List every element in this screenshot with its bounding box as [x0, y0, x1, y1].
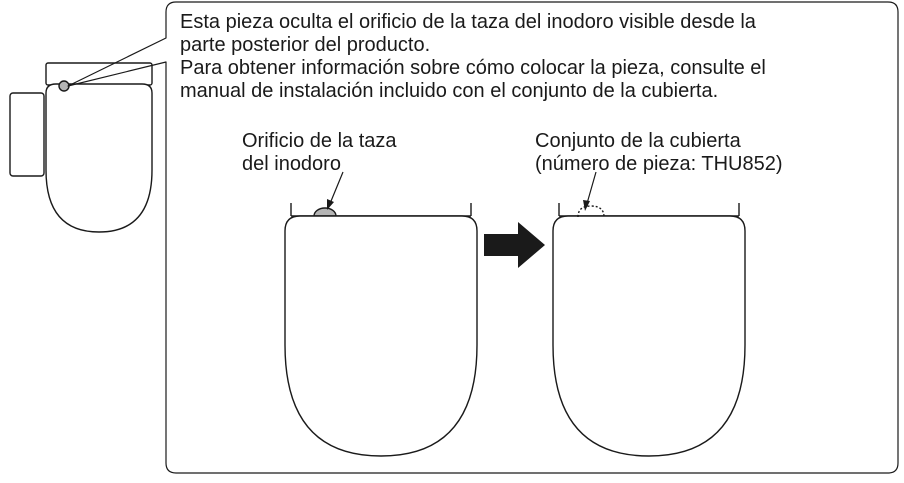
cover-leader-arrowhead	[583, 200, 590, 211]
arrow-right-icon	[484, 222, 545, 268]
callout-line-1: Esta pieza oculta el orificio de la taza…	[180, 11, 756, 33]
cover-label-line-2: (número de pieza: THU852)	[535, 153, 783, 175]
seat-before-hole	[313, 207, 337, 217]
callout-box	[67, 1, 899, 474]
hole-label: Orificio de la taza del inodoro	[242, 130, 397, 176]
callout-line-4: manual de instalación incluido con el co…	[180, 80, 719, 102]
callout-text: Esta pieza oculta el orificio de la taza…	[180, 11, 766, 103]
thumbnail-seat-outline	[45, 83, 153, 233]
hole-leader-line	[328, 171, 344, 207]
seat-after-cover	[577, 205, 605, 218]
callout-line-2: parte posterior del producto.	[180, 34, 431, 56]
seat-before	[284, 203, 478, 457]
product-thumbnail	[9, 62, 153, 233]
cover-label: Conjunto de la cubierta (número de pieza…	[535, 130, 783, 176]
seat-after	[552, 203, 746, 457]
hole-label-line-2: del inodoro	[242, 153, 341, 175]
hole-label-line-1: Orificio de la taza	[242, 130, 397, 152]
thumbnail-side-panel	[9, 92, 45, 177]
seat-before-outline	[284, 215, 478, 457]
callout-line-3: Para obtener información sobre cómo colo…	[180, 57, 766, 79]
cover-label-line-1: Conjunto de la cubierta	[535, 130, 741, 152]
hole-leader-arrowhead	[327, 199, 334, 210]
seat-after-outline	[552, 215, 746, 457]
